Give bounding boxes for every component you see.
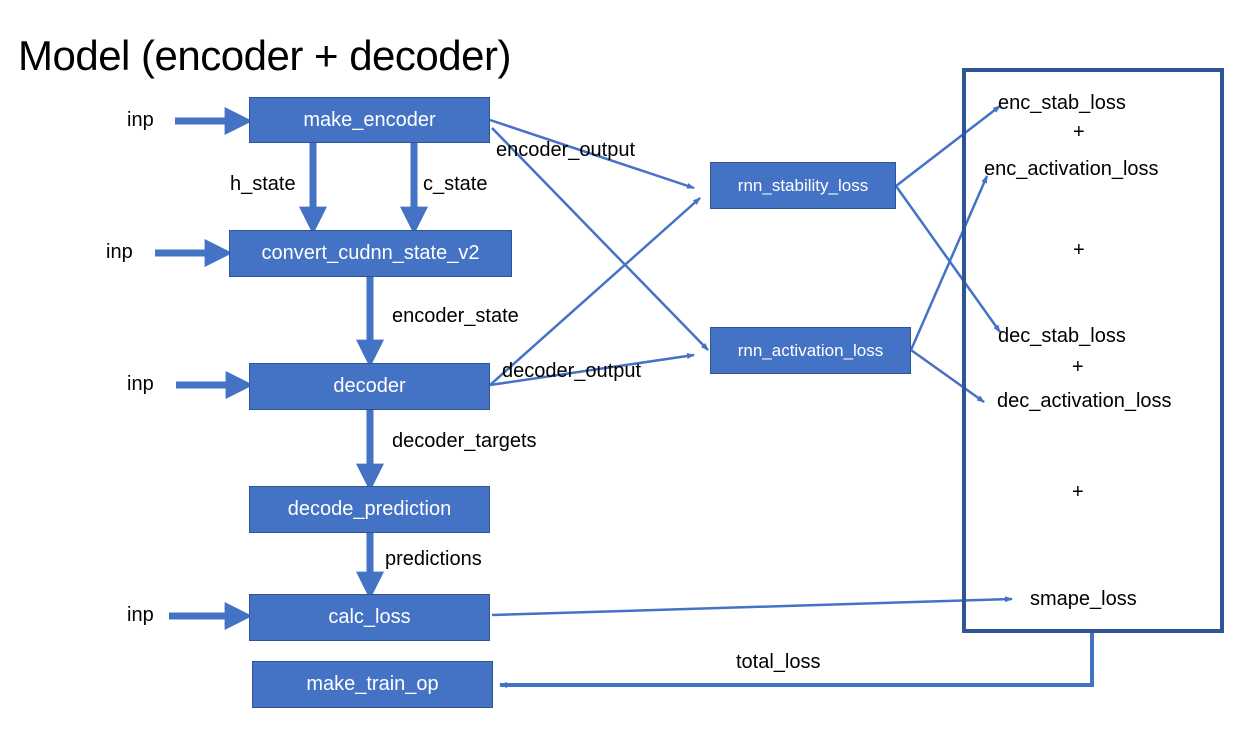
diagram-title: Model (encoder + decoder) (18, 32, 511, 79)
node-convert-cudnn-state-v2[interactable]: convert_cudnn_state_v2 (229, 230, 512, 277)
node-rnn-stability-loss[interactable]: rnn_stability_loss (710, 162, 896, 209)
arrow-enc-activation-loss (909, 175, 989, 351)
loss-term-enc-activation: enc_activation_loss (984, 158, 1159, 180)
edge-label-total-loss: total_loss (736, 651, 821, 673)
loss-term-enc-stab: enc_stab_loss (998, 92, 1126, 114)
edge-label-decoder-output: decoder_output (502, 360, 642, 382)
edge-label-c-state: c_state (423, 173, 488, 195)
node-make-train-op[interactable]: make_train_op (252, 661, 493, 708)
node-decode-prediction[interactable]: decode_prediction (249, 486, 490, 533)
edge-label-encoder-output: encoder_output (496, 139, 636, 161)
edge-label-encoder-state: encoder_state (392, 305, 519, 327)
input-label: inp (127, 373, 154, 395)
arrow-enc-stab-loss (895, 105, 1001, 187)
arrow-dec-stab-loss (894, 185, 1002, 333)
loss-term-smape: smape_loss (1030, 588, 1137, 610)
node-calc-loss[interactable]: calc_loss (249, 594, 490, 641)
arrow-decoder-output-stability (489, 197, 701, 386)
loss-plus: + (1073, 121, 1085, 143)
loss-plus: + (1073, 239, 1085, 261)
arrow-encoder-output-activation (491, 127, 709, 351)
input-label: inp (106, 241, 133, 263)
input-label: inp (127, 604, 154, 626)
arrow-total-loss (499, 633, 1094, 688)
node-make-encoder[interactable]: make_encoder (249, 97, 490, 143)
loss-plus: + (1072, 481, 1084, 503)
input-label: inp (127, 109, 154, 131)
loss-term-dec-stab: dec_stab_loss (998, 325, 1126, 347)
arrow-dec-activation-loss (910, 348, 985, 404)
loss-term-dec-activation: dec_activation_loss (997, 390, 1172, 412)
arrow-encoder-output-stability (489, 118, 695, 190)
node-decoder[interactable]: decoder (249, 363, 490, 410)
loss-plus: + (1072, 356, 1084, 378)
arrow-decoder-output-activation (489, 353, 695, 387)
edge-label-h-state: h_state (230, 173, 296, 195)
edge-label-decoder-targets: decoder_targets (392, 430, 537, 452)
edge-label-predictions: predictions (385, 548, 482, 570)
loss-sum-box (962, 68, 1224, 633)
arrow-calc-loss-smape (491, 596, 1013, 617)
node-rnn-activation-loss[interactable]: rnn_activation_loss (710, 327, 911, 374)
